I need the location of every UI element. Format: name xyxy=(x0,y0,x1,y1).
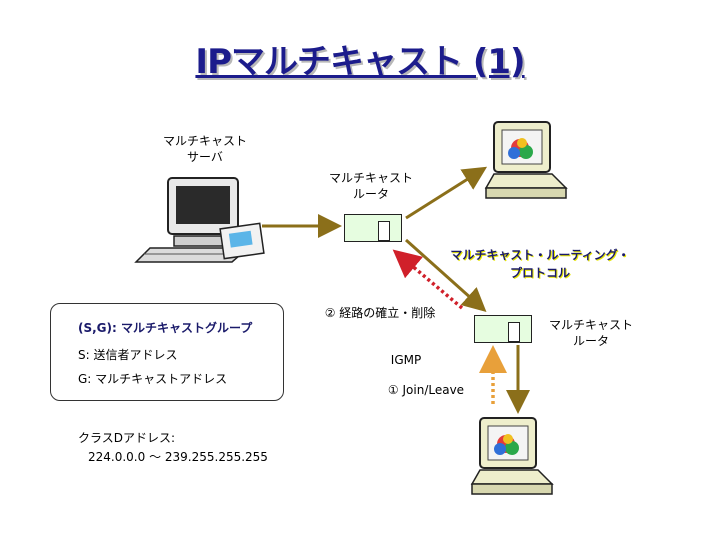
multicast-router-right xyxy=(474,315,532,343)
route-setup-dotted-arrow xyxy=(392,249,464,310)
multicast-router-top xyxy=(344,214,402,242)
router-to-top-pc-line xyxy=(405,166,488,220)
class-d-heading: クラスDアドレス: xyxy=(78,431,176,445)
legend-s-line: S: 送信者アドレス xyxy=(78,348,178,362)
legend-heading: (S,G): マルチキャストグループ xyxy=(78,321,253,335)
routing-protocol-label: マルチキャスト・ルーティング・ プロトコル xyxy=(450,248,630,280)
class-d-range: 224.0.0.0 〜 239.255.255.255 xyxy=(88,450,268,464)
router-right-label: マルチキャスト ルータ xyxy=(548,318,633,348)
server-label: マルチキャスト サーバ xyxy=(162,134,247,164)
router-port xyxy=(508,322,520,342)
join-leave-label: ① Join/Leave xyxy=(387,383,465,397)
route-setup-label: ② 経路の確立・削除 xyxy=(324,306,436,320)
group-legend-box xyxy=(50,303,284,401)
page-title: IPマルチキャスト (1) xyxy=(195,42,525,82)
legend-g-line: G: マルチキャストアドレス xyxy=(78,372,228,386)
router-top-label: マルチキャスト ルータ xyxy=(328,171,413,201)
router-port xyxy=(378,221,390,241)
igmp-label: IGMP xyxy=(390,353,422,367)
